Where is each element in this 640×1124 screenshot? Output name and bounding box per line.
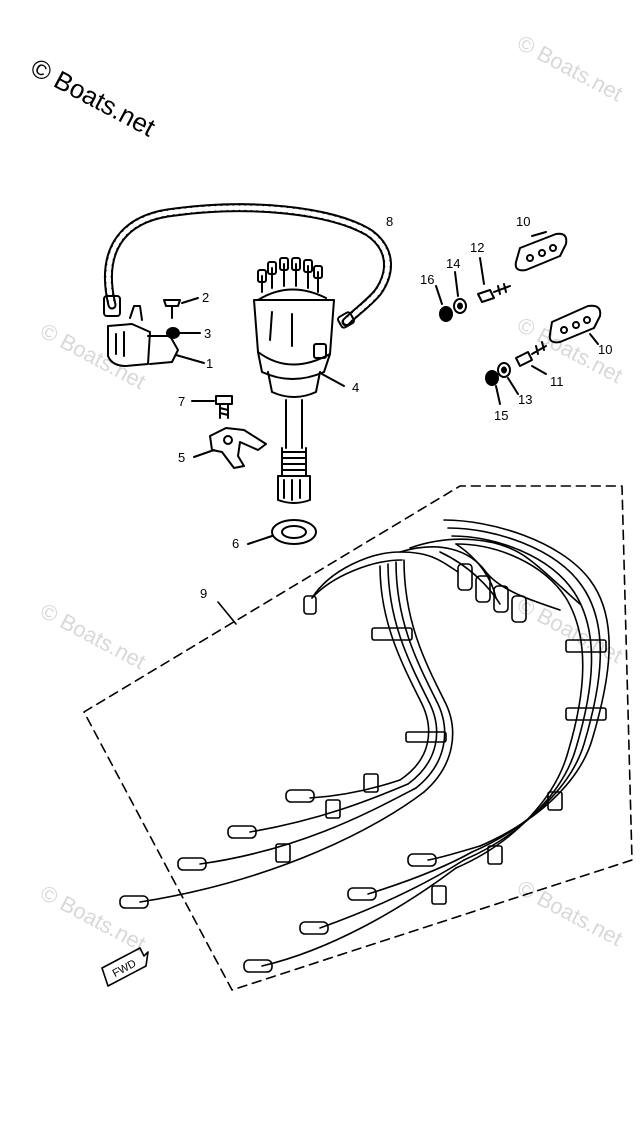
nut-16 bbox=[435, 285, 453, 322]
callout-13: 13 bbox=[518, 392, 532, 407]
callout-10-lower: 10 bbox=[598, 342, 612, 357]
callout-8: 8 bbox=[386, 214, 393, 229]
distributor bbox=[253, 257, 335, 504]
terminal-11 bbox=[515, 341, 547, 375]
terminal-12 bbox=[477, 257, 511, 303]
callout-9: 9 bbox=[200, 586, 207, 601]
ignition-coil bbox=[107, 305, 179, 367]
nut-3 bbox=[166, 327, 201, 339]
callout-1: 1 bbox=[206, 356, 213, 371]
spark-plug-wires bbox=[119, 519, 610, 973]
boot-holder-lower bbox=[548, 304, 602, 345]
callout-11: 11 bbox=[550, 374, 564, 389]
nut-15 bbox=[485, 370, 501, 405]
callout-10-upper: 10 bbox=[516, 214, 530, 229]
clamp-5 bbox=[193, 427, 267, 469]
bolt-7 bbox=[191, 395, 233, 419]
gasket-6 bbox=[247, 519, 317, 545]
callout-15: 15 bbox=[494, 408, 508, 423]
washer-14 bbox=[453, 271, 467, 314]
callout-7: 7 bbox=[178, 394, 185, 409]
fwd-arrow-icon: FWD bbox=[101, 947, 149, 987]
callout-2: 2 bbox=[202, 290, 209, 305]
callout-12: 12 bbox=[470, 240, 484, 255]
washer-13 bbox=[497, 362, 519, 395]
callout-16: 16 bbox=[420, 272, 434, 287]
callout-6: 6 bbox=[232, 536, 239, 551]
callout-5: 5 bbox=[178, 450, 185, 465]
coil-wire bbox=[103, 203, 392, 329]
boot-holder-upper bbox=[514, 231, 568, 272]
screw-2 bbox=[163, 297, 199, 319]
callout-3: 3 bbox=[204, 326, 211, 341]
callout-14: 14 bbox=[446, 256, 460, 271]
wire-set-boundary bbox=[83, 485, 633, 991]
callout-4: 4 bbox=[352, 380, 359, 395]
